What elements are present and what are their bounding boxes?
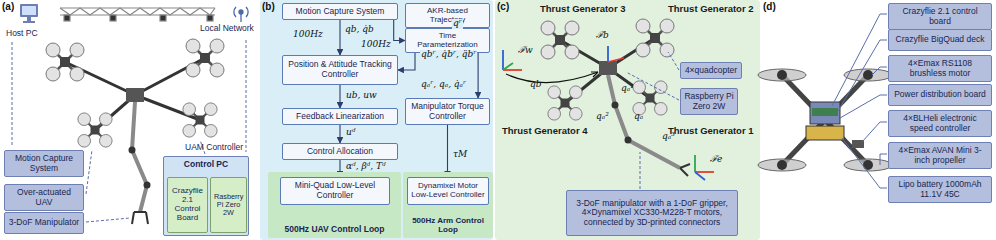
box-label: Crazyflie BigQuad deck [892,35,988,45]
panel-letter: (d) [763,1,776,12]
signal-label: qₐʳ, qₐ, q̇ₐʳ [420,80,467,90]
board-box: Crazyflie 2.1 Control Board [167,177,208,233]
box-label: 4×BLHeli electronic speed controller [892,114,988,133]
signal-arrow [394,20,405,41]
signal-label: τM [452,150,468,160]
signal-label: 100Hz [292,30,324,40]
signal-arrow [478,53,479,98]
box-label: Raspberry Pi Zero 2W [684,92,734,111]
math-symbol: ℱw [518,46,533,56]
loop-band: 500Hz UAV Control Loop Mini-Quad Low-Leve… [268,172,401,238]
box-label: Mini-Quad Low-Level Controller [284,181,386,200]
process-box: Position & Attitude Tracking Controller [282,55,398,85]
part-name: Thrust Generator 1 [668,126,754,136]
signal-label: 100Hz [360,40,392,50]
process-box: Motion Capture System [282,3,398,20]
loop-band: 500Hz Arm Control Loop Dynamixel Motor Lo… [403,172,493,238]
box-label: AKR-based Trajectory [409,7,486,25]
box-label: Crazyflie 2.1 control board [892,7,988,26]
signal-arrow [447,125,448,177]
part-name: Thrust Generator 4 [502,126,588,136]
leader-line [832,14,887,188]
group-title: Control PC [164,160,248,170]
part-box: 4×BLHeli electronic speed controller [888,110,992,137]
panel-ground [495,0,760,240]
controller-box: Control PC Crazyflie 2.1 Control Board Ras… [163,156,249,236]
math-symbol: qb, q̇b [345,25,374,35]
panel-letter: (a) [2,1,14,12]
box-label: Dynamixel Motor Low-Level Controller [411,182,485,200]
signal-arrow [339,85,340,108]
annotation: Host PC [6,29,38,38]
part-box: Crazyflie BigQuad deck [888,29,992,51]
part-box: Over-actuated UAV [4,184,84,211]
box-label: 3-DoF Manipulator [8,218,80,228]
box-label: Power distribution board [892,90,988,100]
box-label: Motion Capture System [286,7,394,17]
math-symbol: qₐ³ [662,132,675,142]
signal-label: uᵈ [345,128,356,138]
process-box: Control Allocation [282,143,398,160]
annotation: UAM Controller [185,143,243,152]
annotation: Local Network [200,24,254,33]
group-title: 500Hz Arm Control Loop [403,217,493,235]
signal-label: qbʳ, q̇bʳ, q̈bʳ [420,50,477,60]
signal-label: qʳ [452,19,463,29]
truss [60,8,215,21]
process-box: Dynamixel Motor Low-Level Controller [407,177,489,205]
part-box: 4×quadcopter [680,62,742,79]
box-label: Control Allocation [286,147,394,157]
host-pc-icon [20,4,38,23]
box-label: 4×Emax RS1108 brushless motor [892,59,988,78]
process-box: AKR-based Trajectory [405,3,490,28]
box-label: 4×quadcopter [684,66,738,76]
math-symbol: ℱb [596,31,609,41]
quad-drawing [758,69,892,171]
box-label: 3-DoF manipulator with a 1-DoF gripper, … [570,199,734,228]
box-label: 4×Emax AVAN Mini 3-inch propeller [892,146,988,165]
box-label: Manipulator Torque Controller [409,102,486,121]
part-box: Lipo battery 1000mAh 11.1V 45C [888,176,992,203]
box-label: Crazyflie 2.1 Control Board [171,187,204,223]
process-box: Manipulator Torque Controller [405,98,490,125]
box-label: Position & Attitude Tracking Controller [286,60,394,79]
signal-arrow [398,53,415,70]
process-box: Mini-Quad Low-Level Controller [280,177,390,205]
math-symbol: qₐ¹ [621,84,634,94]
part-box: Power distribution board [888,84,992,106]
box-label: Lipo battery 1000mAh 11.1V 45C [892,180,988,199]
box-label: Time Parameterization [409,32,486,50]
part-box: Raspberry Pi Zero 2W [680,88,738,115]
part-name: Thrust Generator 3 [540,4,626,14]
panel-letter: (b) [262,1,275,12]
math-symbol: qb [530,80,542,90]
box-label: Feedback Linearization [286,112,394,122]
part-box: Crazyflie 2.1 control board [888,3,992,30]
part-box: Motion Capture System [4,150,84,177]
math-symbol: ℱe [710,155,722,165]
signal-label: ub, uw [345,91,378,101]
signal-label: αᵈ, βᵈ, Tᵈ [345,162,387,172]
box-label: Motion Capture System [8,154,80,173]
part-box: 3-DoF Manipulator [4,212,84,234]
part-box: 4×Emax AVAN Mini 3-inch propeller [888,142,992,169]
signal-arrow [339,20,340,55]
group-title: 500Hz UAV Control Loop [268,225,401,235]
board-box: Rasberry Pi Zero 2W [210,177,247,233]
panel-letter: (c) [497,1,509,12]
panel-ground [260,0,493,240]
part-name: Thrust Generator 2 [668,4,754,14]
box-label: Rasberry Pi Zero 2W [214,193,243,217]
part-box: 3-DoF manipulator with a 1-DoF gripper, … [566,190,738,236]
box-label: Over-actuated UAV [8,188,80,207]
math-symbol: qₐ [634,112,643,122]
network-icon [234,7,248,22]
process-box: Feedback Linearization [282,108,398,125]
leader-line [626,52,679,189]
part-box: 4×Emax RS1108 brushless motor [888,55,992,82]
math-symbol: qₐ² [596,112,609,122]
signal-arrow [339,125,340,143]
